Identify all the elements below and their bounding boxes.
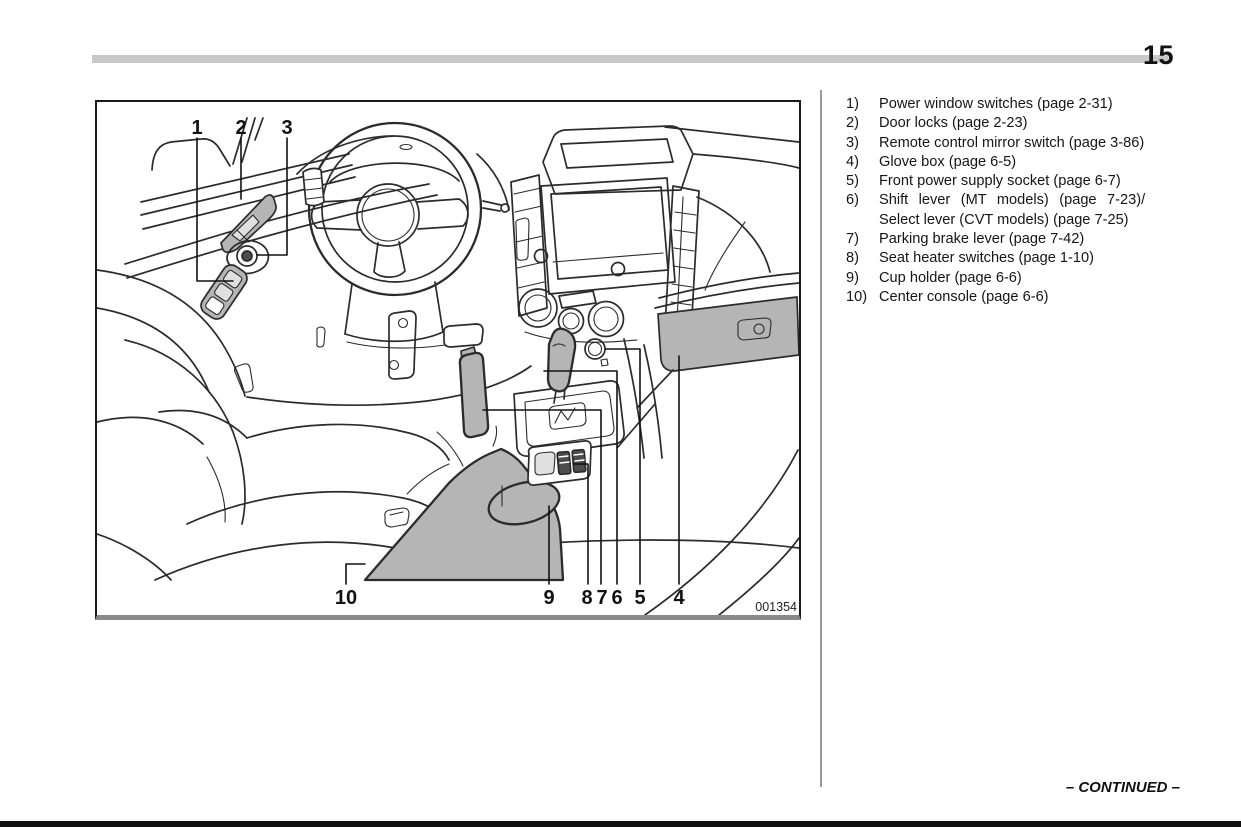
legend-item-9: 9) Cup holder (page 6-6): [846, 269, 1180, 288]
continued-marker: – CONTINUED –: [1065, 779, 1180, 796]
callout-9: 9: [543, 587, 554, 609]
column-divider: [820, 90, 822, 787]
legend-text: Power window switches (page 2-31): [879, 96, 1113, 112]
callout-10: 10: [335, 587, 357, 609]
interior-illustration: 1 2 3 10 9 8 7 6 5 4 001354: [97, 117, 799, 615]
legend-text: Center console (page 6-6): [879, 288, 1049, 305]
right-dash-floor-art: [548, 196, 799, 615]
legend-item-3: 3) Remote control mirror switch (page 3-…: [846, 134, 1180, 153]
callout-3: 3: [281, 117, 292, 139]
legend-num: 3): [846, 134, 859, 151]
legend-text: Remote control mirror switch (page 3-86): [879, 134, 1145, 151]
legend-num: 6): [846, 192, 859, 209]
legend-item-4: 4) Glove box (page 6-5): [846, 153, 1180, 172]
callout-6: 6: [611, 587, 622, 609]
callout-7: 7: [596, 587, 607, 609]
legend-list: 1) Power window switches (page 2-31) 2) …: [846, 95, 1180, 307]
legend-text: Door locks (page 2-23): [879, 115, 1028, 132]
legend-text: Shift lever (MT models) (page 7-23)/ Sel…: [879, 191, 1180, 230]
page-bottom-edge: [0, 821, 1241, 827]
page-number: 15: [1143, 40, 1175, 70]
legend-item-7: 7) Parking brake lever (page 7-42): [846, 230, 1180, 249]
header-rule-bar: [92, 55, 1168, 63]
legend-num: 1): [846, 96, 859, 112]
legend-num: 5): [846, 173, 859, 190]
callout-8: 8: [581, 587, 592, 609]
legend-text: Cup holder (page 6-6): [879, 269, 1022, 286]
legend-item-10: 10) Center console (page 6-6): [846, 288, 1180, 307]
dash-hood-and-stalks: [296, 135, 510, 213]
legend-item-2: 2) Door locks (page 2-23): [846, 114, 1180, 133]
legend-text-line-1: Shift lever (MT models) (page 7-23)/: [879, 192, 1146, 209]
legend-text: Front power supply socket (page 6-7): [879, 173, 1121, 190]
legend-item-6: 6) Shift lever (MT models) (page 7-23)/ …: [846, 191, 1180, 230]
shift-lever: [513, 327, 625, 457]
legend-item-5: 5) Front power supply socket (page 6-7): [846, 172, 1180, 191]
interior-diagram-frame: 1 2 3 10 9 8 7 6 5 4 001354: [95, 100, 801, 620]
legend-num: 4): [846, 153, 859, 170]
legend-text: Seat heater switches (page 1-10): [879, 250, 1094, 267]
legend-item-1: 1) Power window switches (page 2-31): [846, 95, 1180, 114]
center-stack: [510, 125, 799, 335]
callout-1: 1: [191, 117, 202, 139]
door-window-art: [97, 117, 438, 397]
legend-num: 2): [846, 115, 859, 132]
figure-code: 001354: [755, 600, 797, 614]
legend-num: 9): [846, 269, 859, 286]
legend-num: 7): [846, 231, 859, 248]
legend-num: 10): [846, 288, 868, 305]
callout-2: 2: [235, 117, 246, 139]
parking-brake-lever: [458, 346, 498, 447]
legend-item-8: 8) Seat heater switches (page 1-10): [846, 249, 1180, 268]
cup-holder: [487, 480, 561, 526]
legend-num: 8): [846, 250, 859, 267]
legend-text: Glove box (page 6-5): [879, 153, 1017, 170]
legend-text: Parking brake lever (page 7-42): [879, 231, 1085, 248]
steering-wheel: [307, 121, 483, 343]
power-socket: [584, 338, 609, 367]
knee-panel-art: [246, 310, 532, 407]
legend-text-line-2: Select lever (CVT models) (page 7-25): [879, 211, 1129, 228]
callout-5: 5: [634, 587, 645, 609]
callout-lines: [196, 137, 680, 585]
seat-heater-switches: [527, 440, 592, 486]
power-window-switches: [200, 264, 248, 320]
glove-box: [654, 272, 799, 372]
climate-controls: [518, 288, 638, 343]
center-console: [363, 431, 565, 582]
callout-4: 4: [673, 587, 685, 609]
